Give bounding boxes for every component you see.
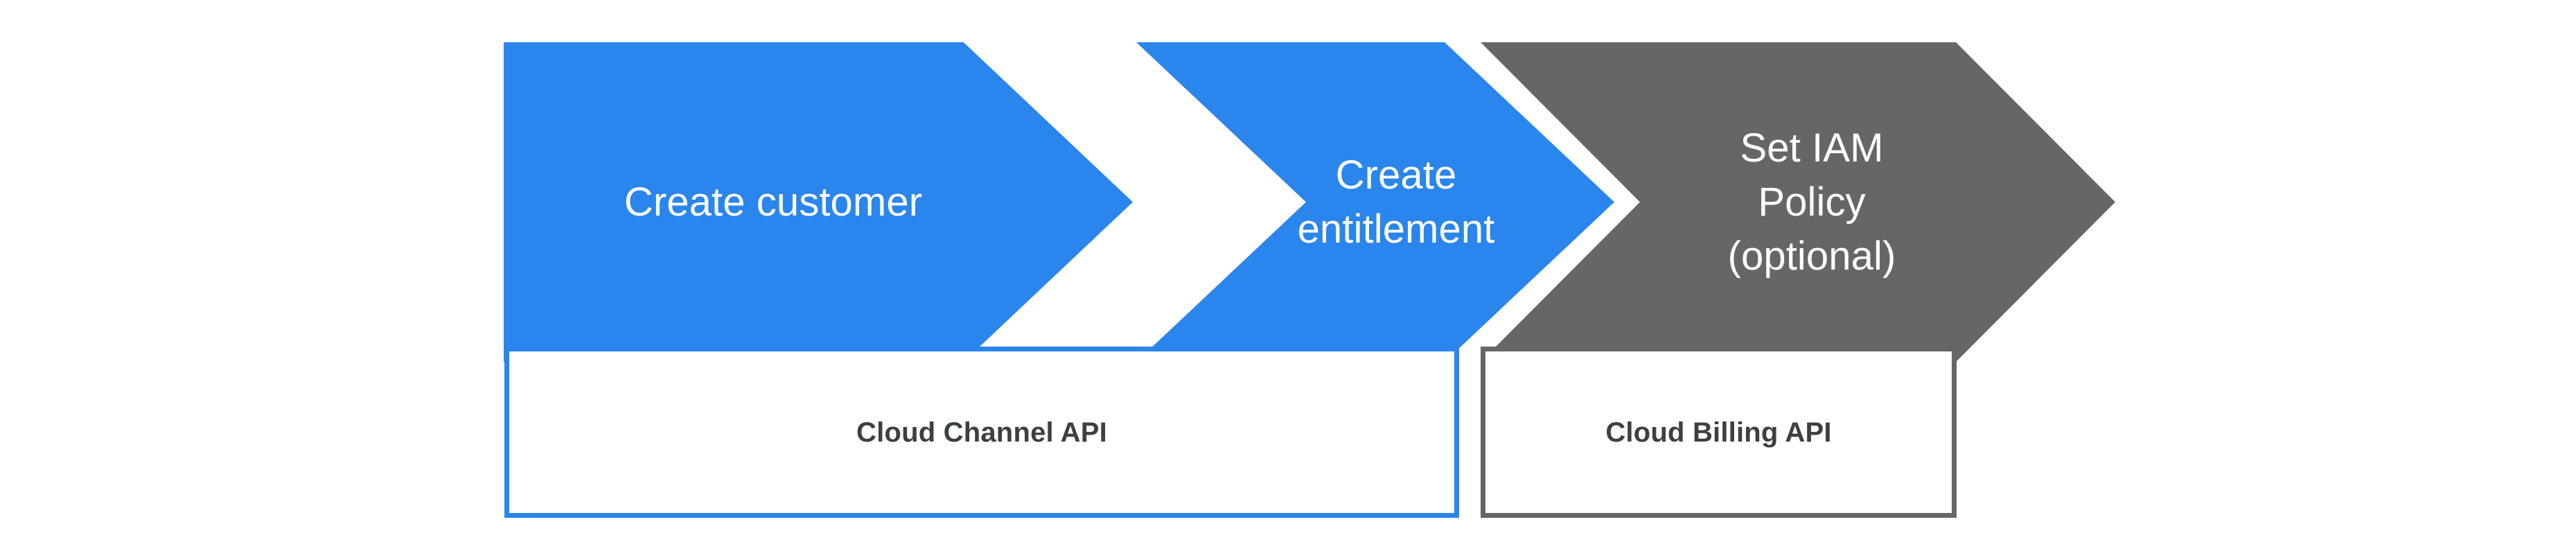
process-step-label: Set IAM Policy (optional) [1727, 125, 1896, 279]
api-group-label: Cloud Billing API [1605, 417, 1832, 448]
process-step-create-customer[interactable]: Create customer [504, 42, 1133, 362]
api-group-cloud-channel-api[interactable]: Cloud Channel API [504, 347, 1459, 518]
api-group-cloud-billing-api[interactable]: Cloud Billing API [1481, 347, 1957, 518]
process-step-label: Create customer [624, 179, 923, 225]
process-step-label: Create entitlement [1297, 152, 1495, 252]
api-group-label: Cloud Channel API [856, 417, 1107, 448]
